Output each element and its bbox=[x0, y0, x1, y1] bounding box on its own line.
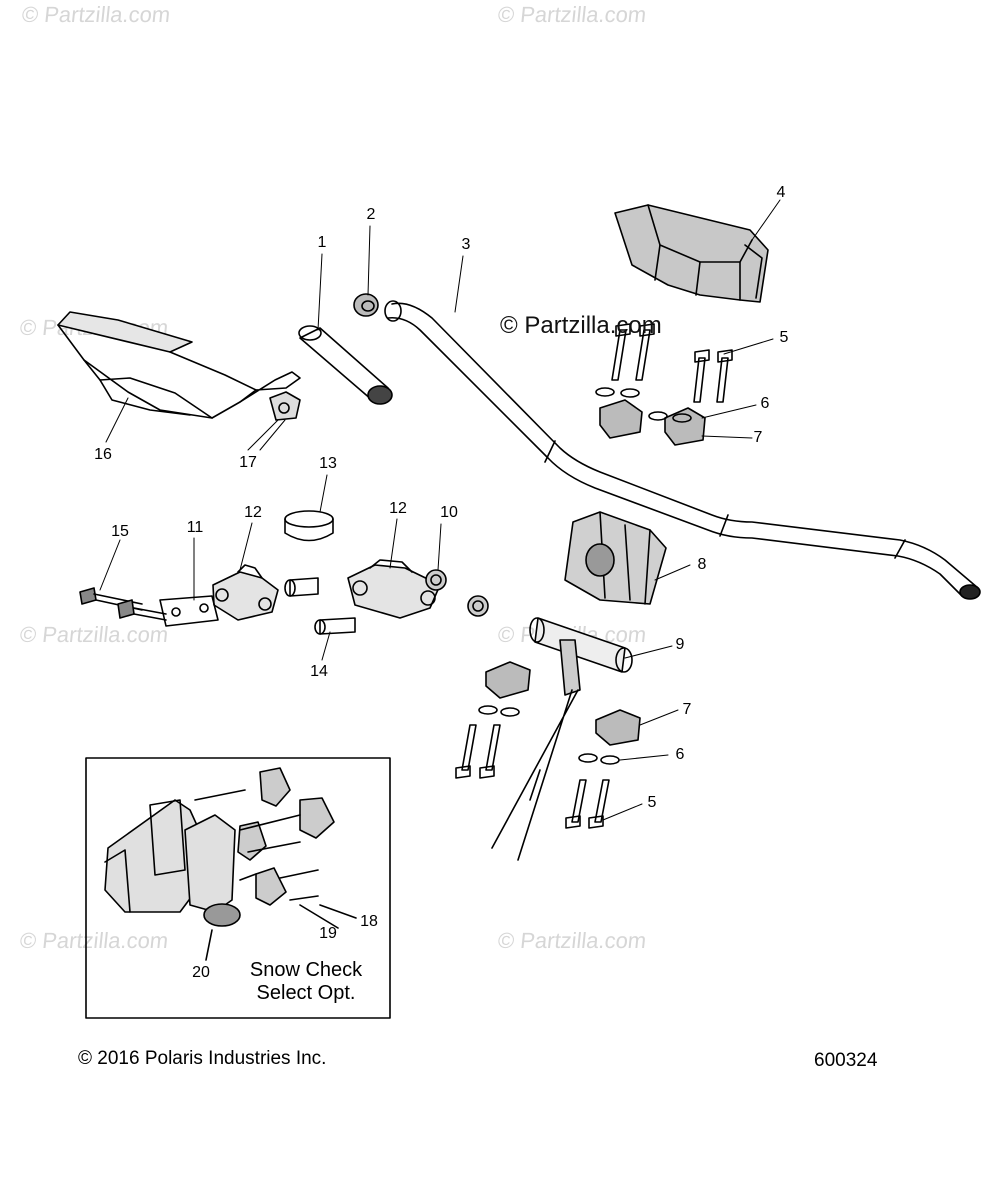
inset-note: Snow Check Select Opt. bbox=[236, 959, 376, 1005]
crossbar-part-9 bbox=[491, 617, 633, 861]
clamp-stack-upper bbox=[595, 323, 733, 446]
ring-part-13 bbox=[284, 510, 334, 542]
watermark-dark: © Partzilla.com bbox=[500, 312, 662, 339]
callout-18: 18 bbox=[360, 913, 378, 930]
end-cap-part-2 bbox=[353, 293, 379, 317]
inset-box bbox=[85, 757, 391, 1019]
callout-6: 6 bbox=[760, 395, 770, 412]
callout-3: 3 bbox=[461, 236, 471, 253]
copyright-text: © 2016 Polaris Industries Inc. bbox=[78, 1048, 327, 1069]
callout-5-lower: 5 bbox=[647, 794, 657, 811]
callout-17: 17 bbox=[239, 454, 257, 471]
callout-20: 20 bbox=[192, 964, 210, 981]
callout-1: 1 bbox=[317, 234, 327, 251]
handguard-part-16 bbox=[57, 311, 301, 419]
handlebar-part-3 bbox=[384, 300, 981, 600]
grip-part-1 bbox=[298, 325, 393, 405]
bracket-part-12-left bbox=[212, 564, 279, 621]
clamp-stack-lower bbox=[455, 661, 641, 829]
callout-16: 16 bbox=[94, 446, 112, 463]
callout-11: 11 bbox=[186, 519, 204, 536]
callout-12b: 12 bbox=[389, 500, 407, 517]
clamp-part-17 bbox=[269, 391, 301, 421]
callout-9: 9 bbox=[675, 636, 685, 653]
bolts-part-15 bbox=[79, 587, 167, 621]
inset-note-line1: Snow Check bbox=[249, 959, 363, 981]
callout-4: 4 bbox=[776, 184, 786, 201]
bushing-part-10 bbox=[425, 569, 489, 617]
callout-13: 13 bbox=[319, 455, 337, 472]
callout-14: 14 bbox=[310, 663, 328, 680]
inset-note-line2: Select Opt. bbox=[256, 982, 356, 1004]
callout-19: 19 bbox=[319, 925, 337, 942]
callout-7: 7 bbox=[753, 429, 763, 446]
callout-15: 15 bbox=[111, 523, 129, 540]
callout-2: 2 bbox=[366, 206, 376, 223]
callout-6-lower: 6 bbox=[675, 746, 685, 763]
callout-12a: 12 bbox=[244, 504, 262, 521]
spacer-part-14 bbox=[284, 577, 356, 635]
callout-8: 8 bbox=[697, 556, 707, 573]
riser-part-8 bbox=[564, 511, 667, 605]
leader-lines bbox=[99, 199, 781, 821]
callout-5: 5 bbox=[779, 329, 789, 346]
callout-7-lower: 7 bbox=[682, 701, 692, 718]
callout-10: 10 bbox=[440, 504, 458, 521]
plate-part-11 bbox=[159, 595, 219, 627]
pad-part-4 bbox=[614, 204, 769, 303]
diagram-number: 600324 bbox=[814, 1050, 878, 1071]
bracket-part-12-right bbox=[347, 559, 441, 619]
